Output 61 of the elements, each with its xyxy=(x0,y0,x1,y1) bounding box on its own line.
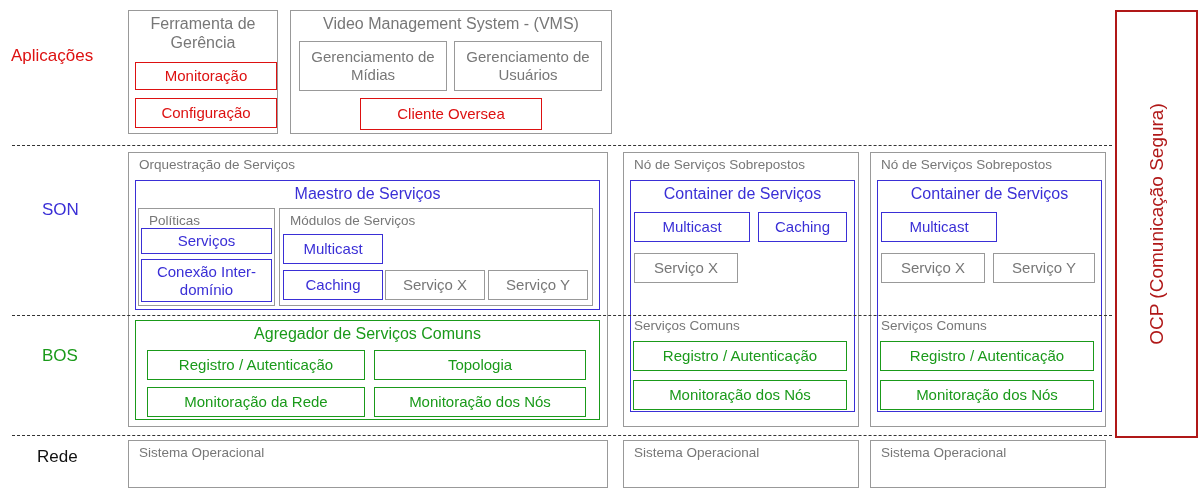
group-title: Orquestração de Serviços xyxy=(139,157,296,172)
component-box: Multicast xyxy=(881,212,997,242)
component-box: Cliente Oversea xyxy=(360,98,542,130)
component-box: Serviço X xyxy=(634,253,738,283)
layer-group-box xyxy=(877,180,1102,412)
group-box xyxy=(279,208,593,306)
component-box: Monitoração dos Nós xyxy=(633,380,847,410)
component-box: Gerenciamento de Usuários xyxy=(454,41,602,91)
group-box xyxy=(623,152,859,427)
layer-group-box xyxy=(630,180,855,412)
group-title: Módulos de Serviços xyxy=(290,213,416,228)
component-box: Serviço X xyxy=(881,253,985,283)
layer-group-box xyxy=(128,10,278,134)
component-box: Monitoração xyxy=(135,62,277,90)
layer-group-box xyxy=(135,320,600,420)
layer-label: Rede xyxy=(37,447,78,467)
component-box: Monitoração da Rede xyxy=(147,387,365,417)
layer-label: SON xyxy=(42,200,79,220)
group-title: Serviços Comuns xyxy=(634,318,740,333)
component-box: Multicast xyxy=(634,212,750,242)
layer-label: Aplicações xyxy=(11,46,94,66)
group-title: Políticas xyxy=(149,213,201,228)
component-box: Topologia xyxy=(374,350,586,380)
component-box: Caching xyxy=(758,212,847,242)
group-title: Nó de Serviços Sobrepostos xyxy=(881,157,1053,172)
group-title: Container de Serviços xyxy=(662,184,823,203)
group-title: Container de Serviços xyxy=(909,184,1070,203)
group-title: Sistema Operacional xyxy=(634,445,760,460)
group-box xyxy=(623,440,859,488)
group-title: Ferramenta de Gerência xyxy=(149,14,257,52)
group-title: Video Management System - (VMS) xyxy=(322,14,580,33)
component-box: Serviços xyxy=(141,228,272,254)
component-box: Configuração xyxy=(135,98,277,128)
component-box: Monitoração dos Nós xyxy=(880,380,1094,410)
component-box: Registro / Autenticação xyxy=(633,341,847,371)
component-box: Monitoração dos Nós xyxy=(374,387,586,417)
group-title: Maestro de Serviços xyxy=(293,184,442,203)
group-title: Serviços Comuns xyxy=(881,318,987,333)
component-box: Registro / Autenticação xyxy=(880,341,1094,371)
component-box: Gerenciamento de Mídias xyxy=(299,41,447,91)
component-box: Serviço Y xyxy=(993,253,1095,283)
component-box: Caching xyxy=(283,270,383,300)
layer-group-box xyxy=(135,180,600,310)
group-box xyxy=(870,440,1106,488)
component-box: Serviço X xyxy=(385,270,485,300)
side-band xyxy=(1115,10,1198,438)
component-box: Conexão Inter-domínio xyxy=(141,259,272,302)
group-box xyxy=(870,152,1106,427)
group-box xyxy=(138,208,275,306)
layer-group-box xyxy=(290,10,612,134)
group-box xyxy=(128,152,608,427)
group-box xyxy=(128,440,608,488)
component-box: Multicast xyxy=(283,234,383,264)
component-box: Registro / Autenticação xyxy=(147,350,365,380)
group-title: Agregador de Serviços Comuns xyxy=(253,324,482,343)
side-band-title: OCP (Comunicação Segura) xyxy=(1145,103,1168,345)
group-title: Sistema Operacional xyxy=(881,445,1007,460)
layer-label: BOS xyxy=(42,346,78,366)
component-box: Serviço Y xyxy=(488,270,588,300)
group-title: Nó de Serviços Sobrepostos xyxy=(634,157,806,172)
group-title: Sistema Operacional xyxy=(139,445,265,460)
